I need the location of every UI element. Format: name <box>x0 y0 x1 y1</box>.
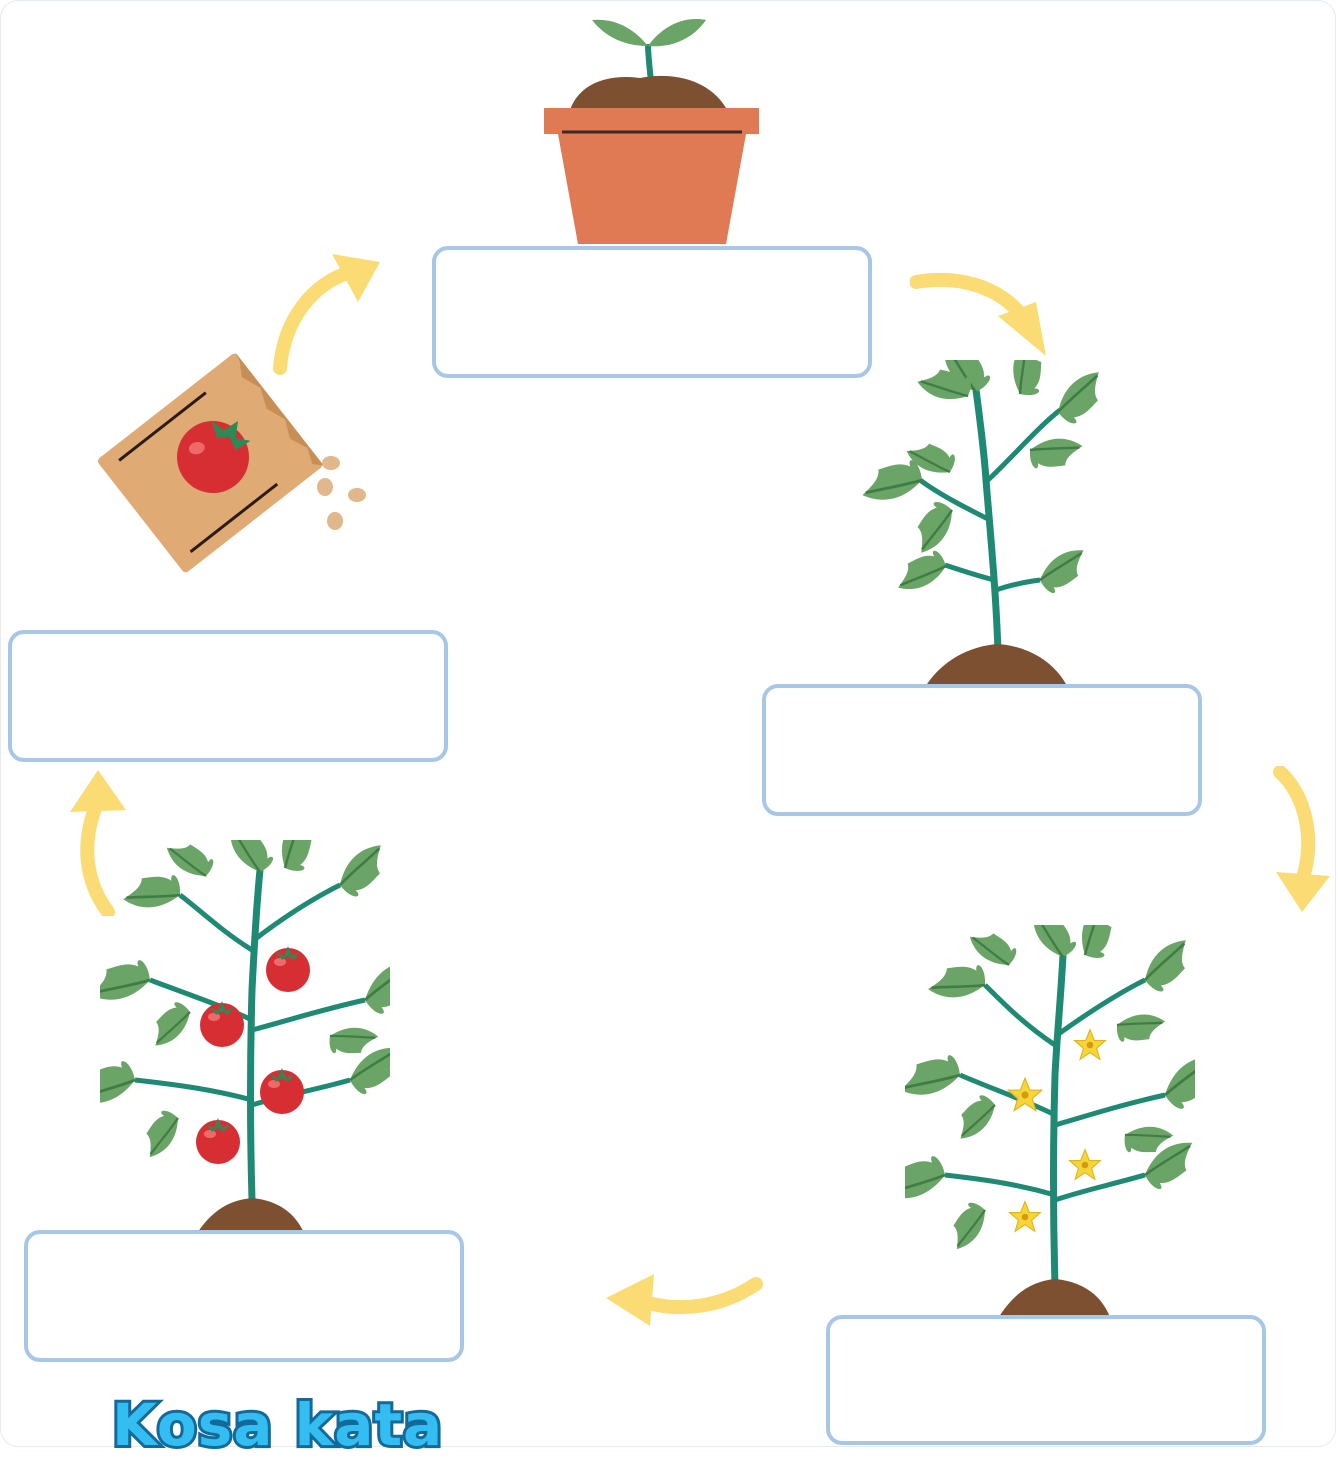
fruiting-plant-icon <box>100 840 390 1238</box>
answer-input-sprout[interactable] <box>436 250 872 376</box>
answer-input-young-plant[interactable] <box>766 688 1202 814</box>
answer-box-sprout[interactable] <box>432 246 872 378</box>
answer-box-seed[interactable] <box>8 630 448 762</box>
answer-box-fruiting-plant[interactable] <box>24 1230 464 1362</box>
vocabulary-heading: Kosa kata <box>109 1391 445 1459</box>
arrow-icon <box>70 770 126 916</box>
answer-input-seed[interactable] <box>12 634 448 760</box>
answer-box-flowering-plant[interactable] <box>826 1315 1266 1445</box>
sprout-pot-icon <box>544 19 759 244</box>
arrow-icon <box>1273 766 1330 912</box>
answer-box-young-plant[interactable] <box>762 684 1202 816</box>
arrow-icon <box>273 254 380 375</box>
answer-input-fruiting-plant[interactable] <box>28 1234 464 1360</box>
seed-packet-icon <box>97 352 366 573</box>
arrow-icon <box>910 272 1046 356</box>
arrow-icon <box>606 1274 763 1326</box>
flowering-plant-icon <box>905 925 1195 1320</box>
answer-input-flowering-plant[interactable] <box>830 1319 1266 1443</box>
young-plant-icon <box>860 360 1110 692</box>
